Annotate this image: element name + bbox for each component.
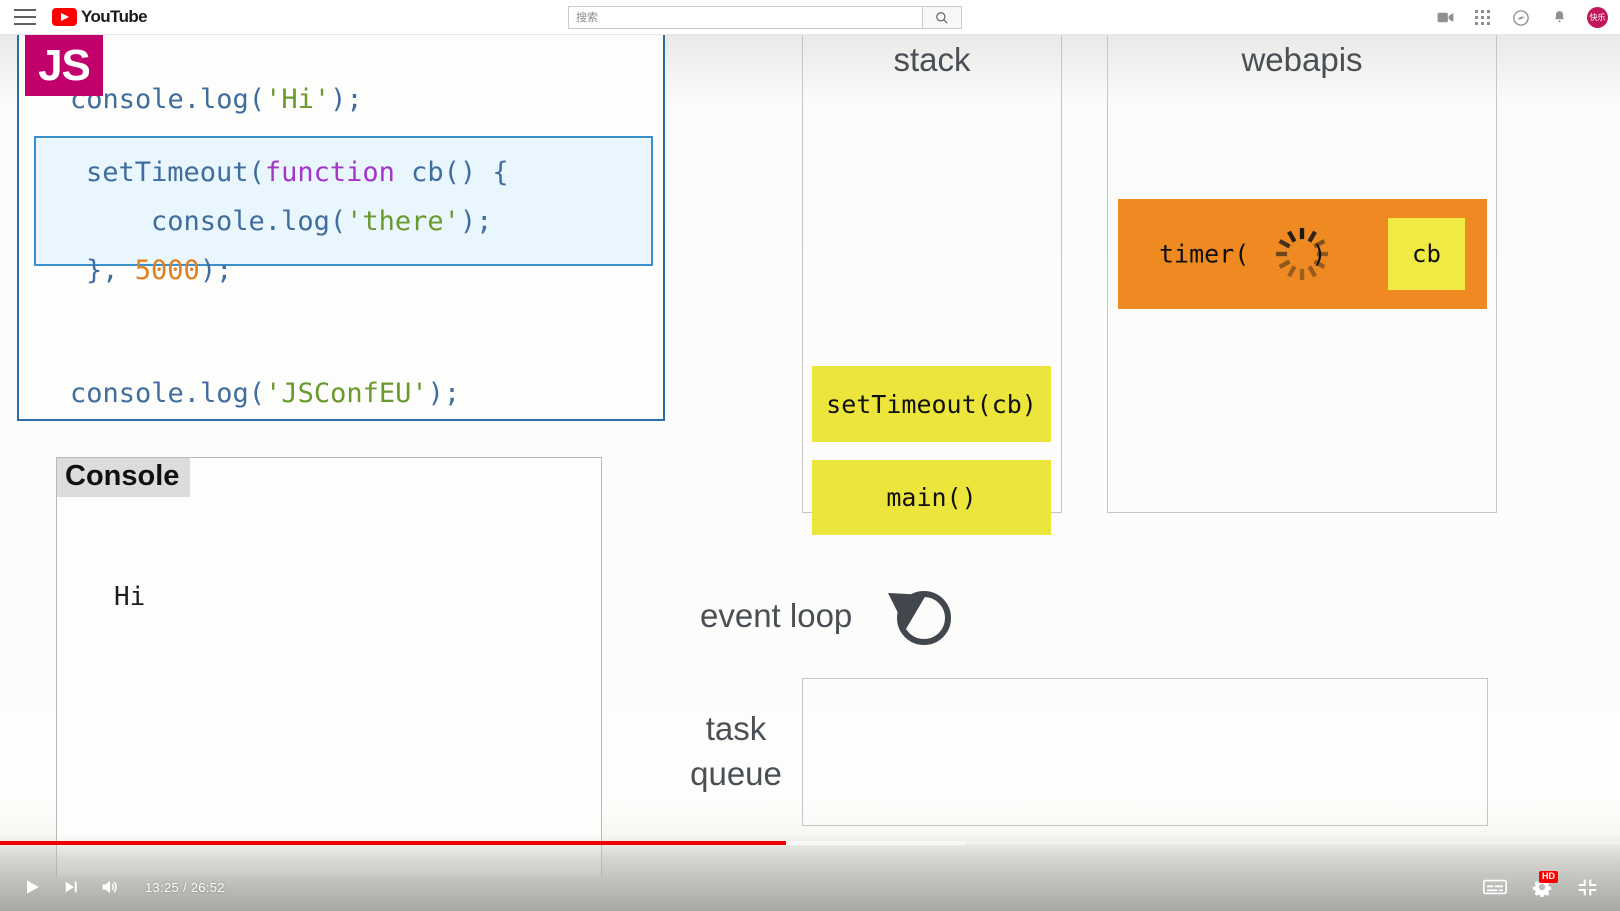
exit-fullscreen-button[interactable]: [1577, 877, 1598, 898]
hamburger-menu-icon[interactable]: [14, 9, 36, 25]
task-queue-label-line1: task: [705, 710, 767, 747]
webapis-panel: [1107, 35, 1497, 513]
code-line-console-log-there: console.log('there');: [86, 208, 492, 235]
quality-badge: HD: [1539, 871, 1558, 883]
controls-right-group: HD: [1483, 871, 1598, 898]
search-icon: [936, 11, 948, 24]
code-token-string: 'Hi': [265, 84, 331, 115]
code-token-string: 'JSConfEU': [265, 378, 428, 409]
stack-frame-settimeout: setTimeout(cb): [812, 366, 1051, 442]
code-token-fn: console.log(: [86, 206, 347, 237]
settings-gear-icon: [1532, 879, 1552, 897]
subtitles-button[interactable]: [1483, 878, 1507, 896]
task-queue-box: [802, 678, 1488, 826]
search-area: [568, 6, 962, 29]
youtube-wordmark: YouTube: [81, 7, 148, 26]
code-token-fn: console.log(: [70, 378, 266, 409]
javascript-logo-badge: JS: [25, 35, 103, 96]
exit-fullscreen-icon: [1578, 879, 1597, 895]
youtube-play-badge-icon: [52, 8, 77, 26]
controls-bar: 13:25 / 26:52 HD: [0, 863, 1620, 911]
task-queue-label: task queue: [683, 707, 789, 797]
console-output-line: Hi: [114, 582, 146, 612]
next-video-button[interactable]: [62, 878, 80, 896]
console-title: Console: [57, 458, 191, 497]
progress-bar-track[interactable]: [0, 841, 1620, 845]
code-token-number: 5000: [134, 255, 200, 286]
webapi-callback-box: cb: [1388, 218, 1465, 290]
code-token-cb-signature: cb() {: [394, 157, 509, 188]
slide-content: console.log('Hi'); setTimeout(function c…: [0, 35, 1620, 911]
code-token-end: );: [427, 378, 461, 409]
code-token-string: 'there': [346, 206, 460, 237]
code-token-end: );: [330, 84, 363, 115]
messages-icon[interactable]: [1511, 8, 1531, 28]
play-icon: [27, 880, 39, 894]
play-button[interactable]: [22, 877, 42, 897]
create-video-icon[interactable]: [1435, 8, 1455, 28]
video-player-surface[interactable]: console.log('Hi'); setTimeout(function c…: [0, 35, 1620, 911]
code-line-console-log-hi: console.log('Hi');: [70, 86, 363, 113]
code-token-end: );: [199, 255, 233, 286]
code-line-timeout-delay: }, 5000);: [86, 257, 232, 284]
youtube-logo[interactable]: YouTube: [52, 7, 148, 27]
code-highlight-box: setTimeout(function cb() { console.log('…: [34, 136, 653, 284]
webapi-timer-box: timer() cb: [1118, 199, 1487, 309]
task-queue-label-line2: queue: [690, 754, 782, 792]
search-button[interactable]: [922, 6, 962, 29]
youtube-header: YouTube: [0, 0, 1620, 35]
event-loop-label: event loop: [700, 597, 853, 634]
search-input[interactable]: [568, 6, 922, 29]
loading-spinner-icon: [1275, 227, 1329, 281]
player-controls: 13:25 / 26:52 HD: [0, 835, 1620, 911]
code-token-close-brace: },: [86, 255, 135, 286]
notifications-bell-icon[interactable]: [1549, 8, 1569, 28]
progress-bar-played: [0, 841, 786, 845]
apps-grid-icon[interactable]: [1473, 8, 1493, 28]
code-token-function-keyword: function: [264, 157, 395, 188]
code-line-settimeout: setTimeout(function cb() {: [86, 159, 509, 186]
console-panel: Console Hi: [56, 457, 602, 877]
webapis-title: webapis: [1241, 41, 1363, 78]
event-loop-group: event loop: [700, 585, 954, 647]
code-token-end: );: [459, 206, 493, 237]
time-display: 13:25 / 26:52: [145, 879, 225, 895]
stack-frame-main: main(): [812, 460, 1051, 535]
code-line-console-log-jsconfeu: console.log('JSConfEU');: [70, 380, 460, 407]
volume-icon: [102, 880, 117, 894]
call-stack-title: stack: [893, 41, 971, 78]
subtitles-icon: [1483, 879, 1507, 895]
avatar[interactable]: 快乐: [1587, 7, 1608, 28]
next-video-icon: [65, 881, 77, 893]
volume-button[interactable]: [100, 877, 120, 897]
settings-button[interactable]: HD: [1532, 871, 1558, 897]
timer-label-left: timer(: [1159, 239, 1250, 269]
circular-arrow-icon: [888, 591, 952, 645]
code-token-settimeout: setTimeout(: [86, 157, 265, 188]
header-actions: 快乐: [1435, 0, 1608, 35]
code-panel: console.log('Hi'); setTimeout(function c…: [17, 35, 665, 421]
